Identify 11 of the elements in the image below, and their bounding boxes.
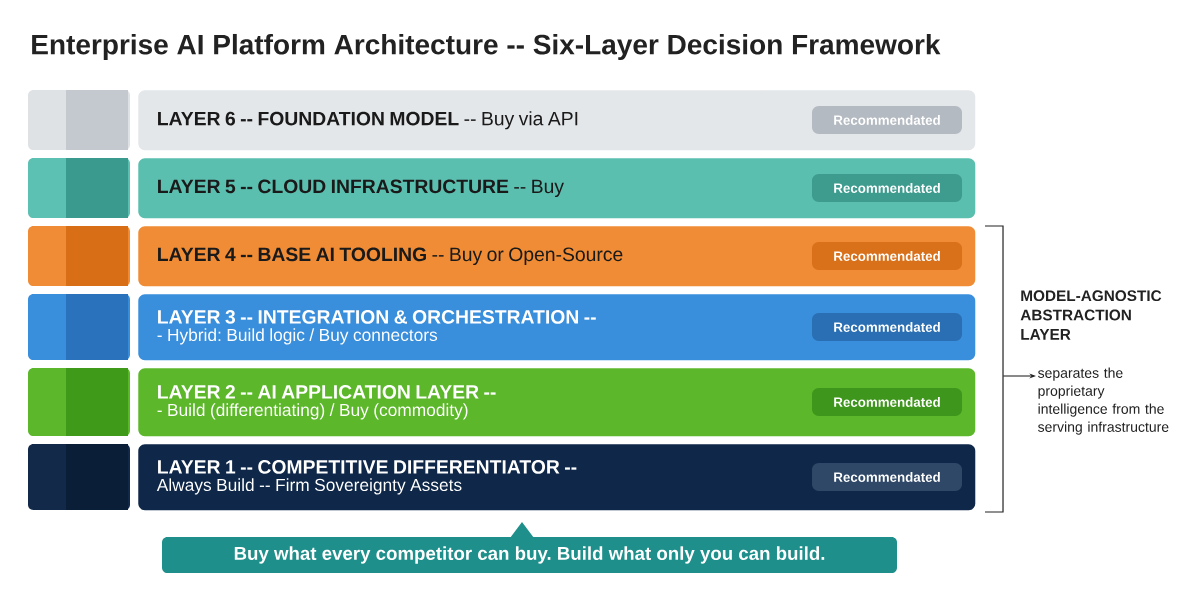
description-text: separates the proprietary intelligence from the serving infrastructure bbox=[1038, 367, 1169, 435]
title: Enterprise AI Platform Architecture -- Six-Layer Decision Framework bbox=[32, 33, 941, 61]
badge: Recommendated bbox=[812, 388, 962, 416]
badge: Recommendated bbox=[812, 106, 962, 134]
bracket bbox=[984, 225, 1004, 513]
badge: Recommendated bbox=[812, 174, 962, 202]
badge: Recommendated bbox=[812, 313, 962, 341]
callout-box: Buy what every competitor can buy. Build what only you can build. bbox=[162, 522, 897, 573]
bracket-label: MODEL-AGNOSTIC ABSTRACTION LAYER bbox=[1020, 290, 1162, 340]
badge: Recommendated bbox=[812, 463, 962, 491]
badge: Recommendated bbox=[812, 242, 962, 270]
